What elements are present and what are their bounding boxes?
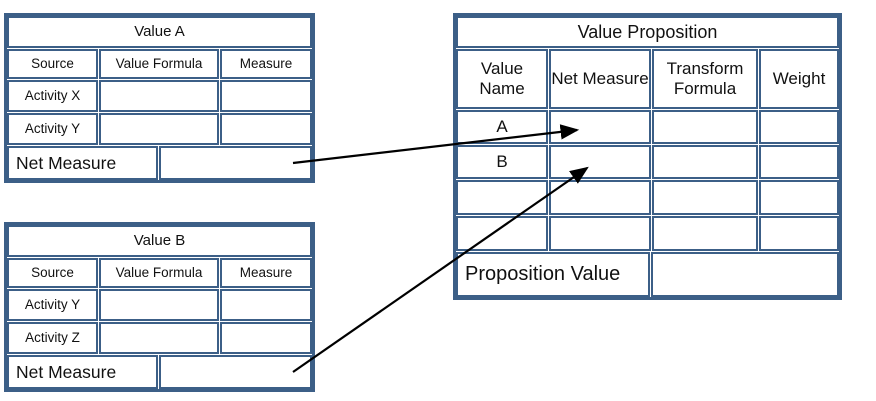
table-row: Proposition Value (456, 252, 839, 297)
value-a-header-measure: Measure (220, 49, 312, 79)
prop-row-b-value-name: B (456, 145, 548, 179)
prop-header-transform-formula: Transform Formula (652, 49, 758, 109)
prop-row-4-net-measure-cell (549, 216, 651, 251)
prop-row-a-weight-cell (759, 110, 839, 144)
value-a-header-value-formula: Value Formula (99, 49, 219, 79)
value-b-net-measure-label: Net Measure (7, 355, 158, 389)
value-b-title: Value B (7, 225, 312, 257)
prop-row-4-transform-formula-cell (652, 216, 758, 251)
prop-header-value-name: Value Name (456, 49, 548, 109)
prop-row-a-net-measure-cell (549, 110, 651, 144)
value-b-header-source: Source (7, 258, 98, 288)
value-a-header-source: Source (7, 49, 98, 79)
value-a-row1-measure-cell (220, 80, 312, 112)
prop-row-3-value-name-cell (456, 180, 548, 215)
value-a-row2-measure-cell (220, 113, 312, 145)
value-b-net-measure-value-cell (159, 355, 312, 389)
table-row (456, 180, 839, 215)
prop-row-b-net-measure-cell (549, 145, 651, 179)
value-b-row2-measure-cell (220, 322, 312, 354)
prop-row-b-transform-formula-cell (652, 145, 758, 179)
table-row: Activity X (7, 80, 312, 112)
value-b-row2-value-formula-cell (99, 322, 219, 354)
value-a-row1-value-formula-cell (99, 80, 219, 112)
value-a-row2-value-formula-cell (99, 113, 219, 145)
table-row: Activity Z (7, 322, 312, 354)
value-a-title: Value A (7, 16, 312, 48)
value-a-net-measure-label: Net Measure (7, 146, 158, 180)
table-row: A (456, 110, 839, 144)
value-b-header-measure: Measure (220, 258, 312, 288)
value-a-table: Value A Source Value Formula Measure Act… (4, 13, 315, 183)
prop-row-3-weight-cell (759, 180, 839, 215)
prop-row-a-value-name: A (456, 110, 548, 144)
value-a-row1-source: Activity X (7, 80, 98, 112)
proposition-value-label: Proposition Value (456, 252, 650, 297)
value-b-row1-value-formula-cell (99, 289, 219, 321)
value-proposition-title: Value Proposition (456, 16, 839, 48)
value-a-net-measure-value-cell (159, 146, 312, 180)
table-row: Activity Y (7, 113, 312, 145)
prop-row-4-value-name-cell (456, 216, 548, 251)
value-b-row2-source: Activity Z (7, 322, 98, 354)
proposition-value-cell (651, 252, 839, 297)
prop-header-net-measure: Net Measure (549, 49, 651, 109)
table-row: Net Measure (7, 146, 312, 180)
value-b-header-value-formula: Value Formula (99, 258, 219, 288)
value-b-row1-measure-cell (220, 289, 312, 321)
value-b-row1-source: Activity Y (7, 289, 98, 321)
prop-row-4-weight-cell (759, 216, 839, 251)
table-row: B (456, 145, 839, 179)
value-b-table: Value B Source Value Formula Measure Act… (4, 222, 315, 392)
table-row: Activity Y (7, 289, 312, 321)
value-proposition-table: Value Proposition Value Name Net Measure… (453, 13, 842, 300)
prop-header-weight: Weight (759, 49, 839, 109)
prop-row-b-weight-cell (759, 145, 839, 179)
prop-row-3-transform-formula-cell (652, 180, 758, 215)
prop-row-a-transform-formula-cell (652, 110, 758, 144)
prop-row-3-net-measure-cell (549, 180, 651, 215)
value-a-row2-source: Activity Y (7, 113, 98, 145)
table-row: Net Measure (7, 355, 312, 389)
table-row (456, 216, 839, 251)
